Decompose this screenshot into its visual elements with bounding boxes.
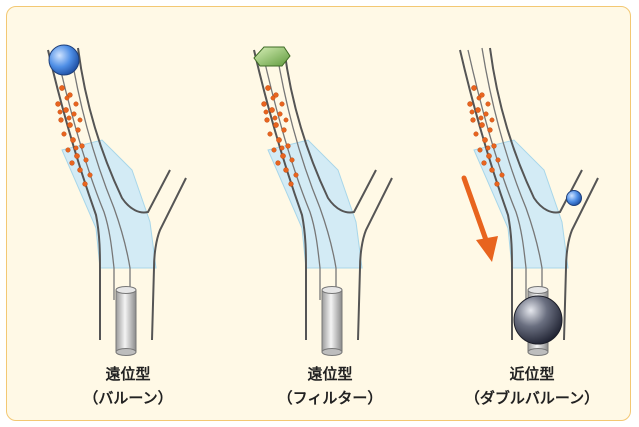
panel-3-title: 近位型	[437, 362, 627, 386]
panel-distal-balloon	[48, 45, 186, 356]
balloon-icon	[49, 45, 79, 75]
panel-1-subtitle: （バルーン）	[33, 386, 223, 410]
small-balloon-icon	[567, 191, 582, 206]
panel-2-title: 遠位型	[235, 362, 425, 386]
proximal-balloon-icon	[514, 296, 562, 344]
panel-2-subtitle: （フィルター）	[235, 386, 425, 410]
filter-icon	[254, 47, 290, 66]
panel-1-caption: 遠位型 （バルーン）	[33, 362, 223, 410]
panel-3-subtitle: （ダブルバルーン）	[437, 386, 627, 410]
panel-proximal-double-balloon	[460, 48, 598, 356]
panel-distal-filter	[254, 47, 392, 356]
panel-1-title: 遠位型	[33, 362, 223, 386]
panel-3-caption: 近位型 （ダブルバルーン）	[437, 362, 627, 410]
panel-2-caption: 遠位型 （フィルター）	[235, 362, 425, 410]
